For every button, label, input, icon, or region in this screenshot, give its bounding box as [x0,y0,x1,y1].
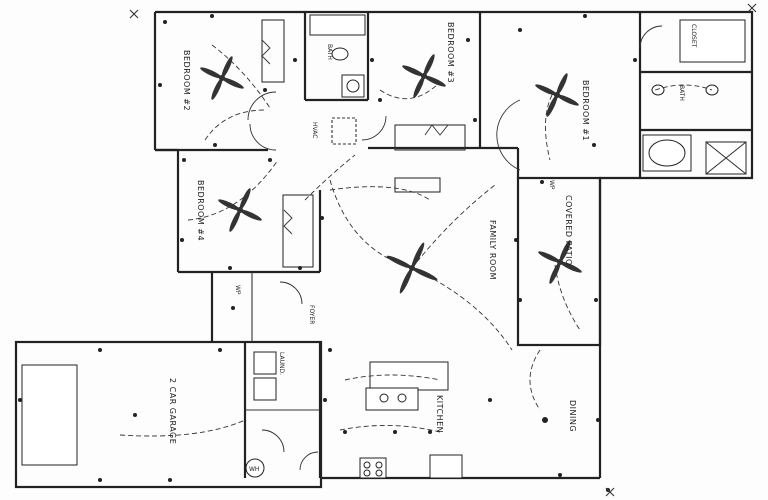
fan-bedroom-1 [535,73,579,117]
room-labels: BEDROOM #2 BEDROOM #3 BEDROOM #1 BEDROOM… [168,22,697,444]
label-bath: BATH [326,44,333,60]
toilet [331,47,349,61]
annotation-wp-foyer: WP [234,285,241,295]
label-kitchen: KITCHEN [435,395,444,433]
annotation-wp-patio: WP [548,180,555,190]
label-bedroom-3: BEDROOM #3 [446,22,455,83]
exterior-walls [14,10,754,489]
closet-fixture [679,19,746,63]
label-laundry: LAUND. [278,352,285,375]
fan-bedroom-2 [200,56,244,100]
label-bedroom-4: BEDROOM #4 [196,180,205,241]
fan-bedroom-3 [402,54,446,98]
label-family-room: FAMILY ROOM [488,220,497,280]
fan-covered-patio [538,240,582,284]
refrigerator [429,454,463,479]
label-closet: CLOSET [690,24,697,48]
label-bedroom-1: BEDROOM #1 [581,80,590,141]
plumbing-fixtures [21,14,747,479]
annotation-water-heater: WH [249,466,259,473]
ceiling-fans [200,54,582,294]
label-garage: 2 CAR GARAGE [168,378,177,444]
label-bedroom-2: BEDROOM #2 [182,50,191,111]
annotation-hvac: HVAC [311,122,318,138]
range [359,457,387,479]
tub [309,14,366,36]
interior-walls [155,12,752,478]
label-bath-master: BATH [678,85,685,101]
corner-marks [129,3,757,497]
label-covered-patio: COVERED PATIO [564,195,573,266]
label-dining: DINING [568,400,577,432]
door-swings [247,25,663,471]
garage-car-outline [21,364,78,466]
receptacles [18,14,637,492]
annotations: WP WP HVAC WH [234,122,555,473]
kitchen-sink [365,387,419,411]
fan-bedroom-4 [218,188,262,232]
label-foyer: FOYER [308,305,315,324]
fan-family-room [386,242,438,294]
water-heater [245,458,265,478]
